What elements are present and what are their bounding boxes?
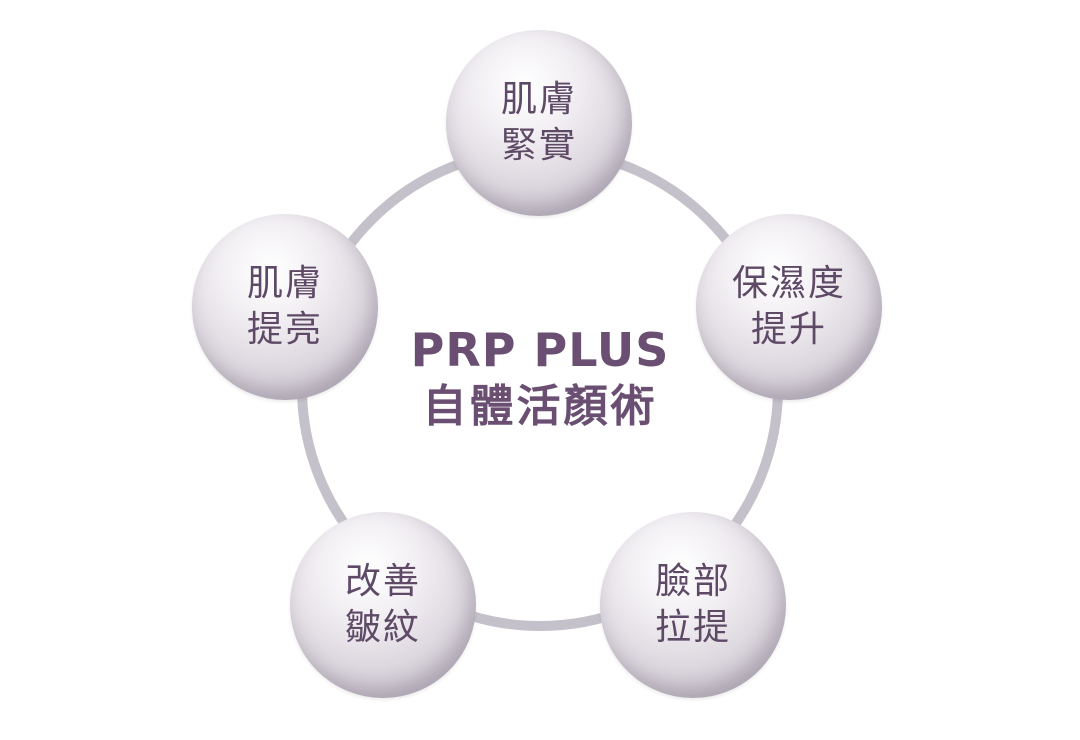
bubble-label-line1: 肌膚 — [246, 263, 323, 304]
bubble-wrinkle-improvement: 改善 皺紋 — [290, 512, 476, 698]
bubble-face-lifting: 臉部 拉提 — [600, 512, 786, 698]
bubble-label-line1: 保濕度 — [731, 263, 846, 304]
bubble-skin-brightening: 肌膚 提亮 — [192, 214, 378, 400]
center-title: PRP PLUS 自體活顏術 — [390, 322, 690, 436]
bubble-label-line2: 提升 — [750, 309, 827, 350]
center-title-english: PRP PLUS — [410, 323, 670, 377]
bubble-label-line1: 肌膚 — [500, 79, 577, 120]
bubble-label-line2: 緊實 — [500, 125, 577, 166]
center-title-chinese: 自體活顏術 — [422, 381, 658, 432]
bubble-skin-firming: 肌膚 緊實 — [446, 30, 632, 216]
bubble-label-line1: 臉部 — [654, 561, 731, 602]
bubble-label-line2: 提亮 — [246, 309, 323, 350]
bubble-label-line1: 改善 — [344, 561, 421, 602]
bubble-moisture-boost: 保濕度 提升 — [696, 214, 882, 400]
bubble-label-line2: 皺紋 — [344, 607, 421, 648]
bubble-label-line2: 拉提 — [654, 607, 731, 648]
